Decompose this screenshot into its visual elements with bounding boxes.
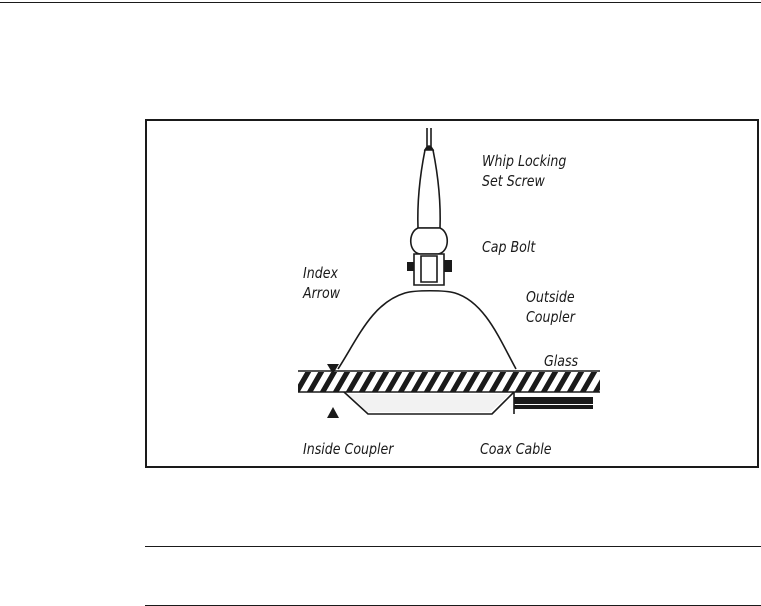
whip-body (418, 150, 440, 228)
label-arrow: Arrow (303, 284, 340, 302)
label-index: Index (303, 264, 338, 282)
cap-bolt-head (444, 260, 452, 272)
label-set-screw: Set Screw (482, 172, 545, 190)
label-coax-cable: Coax Cable (480, 440, 551, 458)
label-glass: Glass (544, 352, 578, 370)
antenna-mount-diagram (147, 121, 757, 466)
label-coupler: Coupler (526, 308, 575, 326)
cap-bolt-nub (407, 262, 414, 271)
coax-cable-outer (514, 397, 593, 404)
label-inside-coupler: Inside Coupler (303, 440, 393, 458)
label-cap-bolt: Cap Bolt (482, 238, 535, 256)
set-screw-ball (411, 228, 448, 254)
label-outside: Outside (526, 288, 575, 306)
cap-bolt-yoke (414, 254, 444, 285)
top-rule (0, 2, 761, 3)
label-whip-locking: Whip Locking (482, 152, 566, 170)
index-arrow-up (327, 407, 339, 418)
glass-pane (298, 372, 600, 392)
inside-coupler-fill (348, 394, 510, 412)
outside-coupler (338, 291, 516, 369)
coax-cable-inner (514, 405, 593, 409)
section-rule-top (145, 546, 761, 547)
figure-frame (145, 119, 759, 468)
